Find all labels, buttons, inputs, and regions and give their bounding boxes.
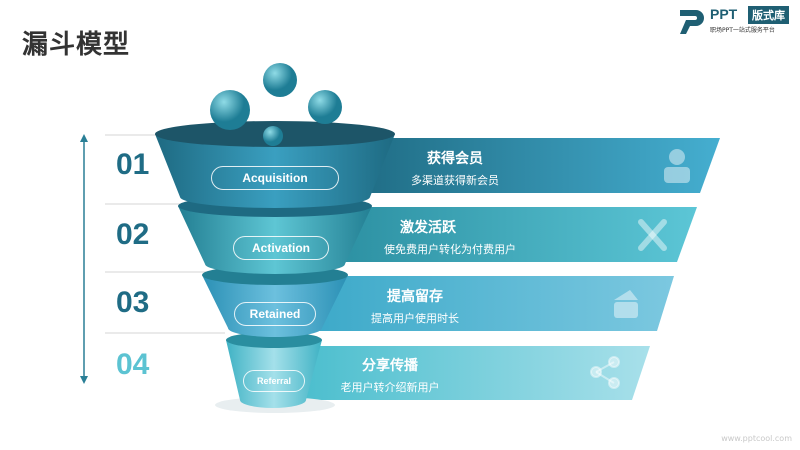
stage-text-1: 获得会员 多渠道获得新会员 (400, 148, 510, 188)
stage-pill-1: Acquisition (211, 166, 339, 190)
stage-number-3: 03 (116, 286, 150, 319)
band-3 (298, 276, 674, 331)
box-icon (614, 290, 638, 318)
stage-text-3: 提高留存 提高用户使用时长 (360, 286, 470, 326)
stage-number-1: 01 (116, 148, 150, 181)
stage-desc: 使免费用户转化为付费用户 (384, 243, 516, 256)
logo-brand: PPT (710, 6, 738, 22)
logo-mark-icon (680, 10, 704, 34)
stage-pill-2: Activation (233, 236, 329, 260)
stage-title: 获得会员 (427, 151, 483, 167)
band-4 (280, 346, 650, 400)
ball (210, 90, 250, 130)
ball (263, 63, 297, 97)
stage-title: 提高留存 (387, 289, 443, 305)
page-title: 漏斗模型 (22, 30, 131, 60)
ball (263, 126, 283, 146)
stage-desc: 多渠道获得新会员 (411, 174, 499, 187)
stage-number-4: 04 (116, 348, 150, 381)
stage-number-2: 02 (116, 218, 150, 251)
stage-pill-4: Referral (243, 370, 305, 392)
vertical-arrow (80, 134, 88, 384)
logo-tag: 版式库 (748, 6, 789, 24)
stage-title: 激发活跃 (400, 220, 456, 236)
band-2 (322, 207, 697, 262)
share-icon (590, 356, 620, 389)
ball (308, 90, 342, 124)
user-icon (664, 149, 690, 183)
stage-pill-3: Retained (234, 302, 316, 326)
logo: PPT 版式库 职场PPT一站式服务平台 (678, 6, 796, 36)
stage-text-2: 激发活跃 使免费用户转化为付费用户 (380, 217, 520, 257)
footer-url: www.pptcool.com (721, 434, 792, 443)
crossed-bats-icon (638, 219, 667, 251)
funnel-segment-1 (155, 134, 395, 208)
band-1 (345, 138, 720, 193)
stage-text-4: 分享传播 老用户转介绍新用户 (330, 355, 450, 395)
stage-title: 分享传播 (362, 358, 418, 374)
stage-desc: 老用户转介绍新用户 (340, 381, 440, 394)
logo-subtitle: 职场PPT一站式服务平台 (710, 27, 775, 34)
stage-desc: 提高用户使用时长 (371, 312, 459, 325)
